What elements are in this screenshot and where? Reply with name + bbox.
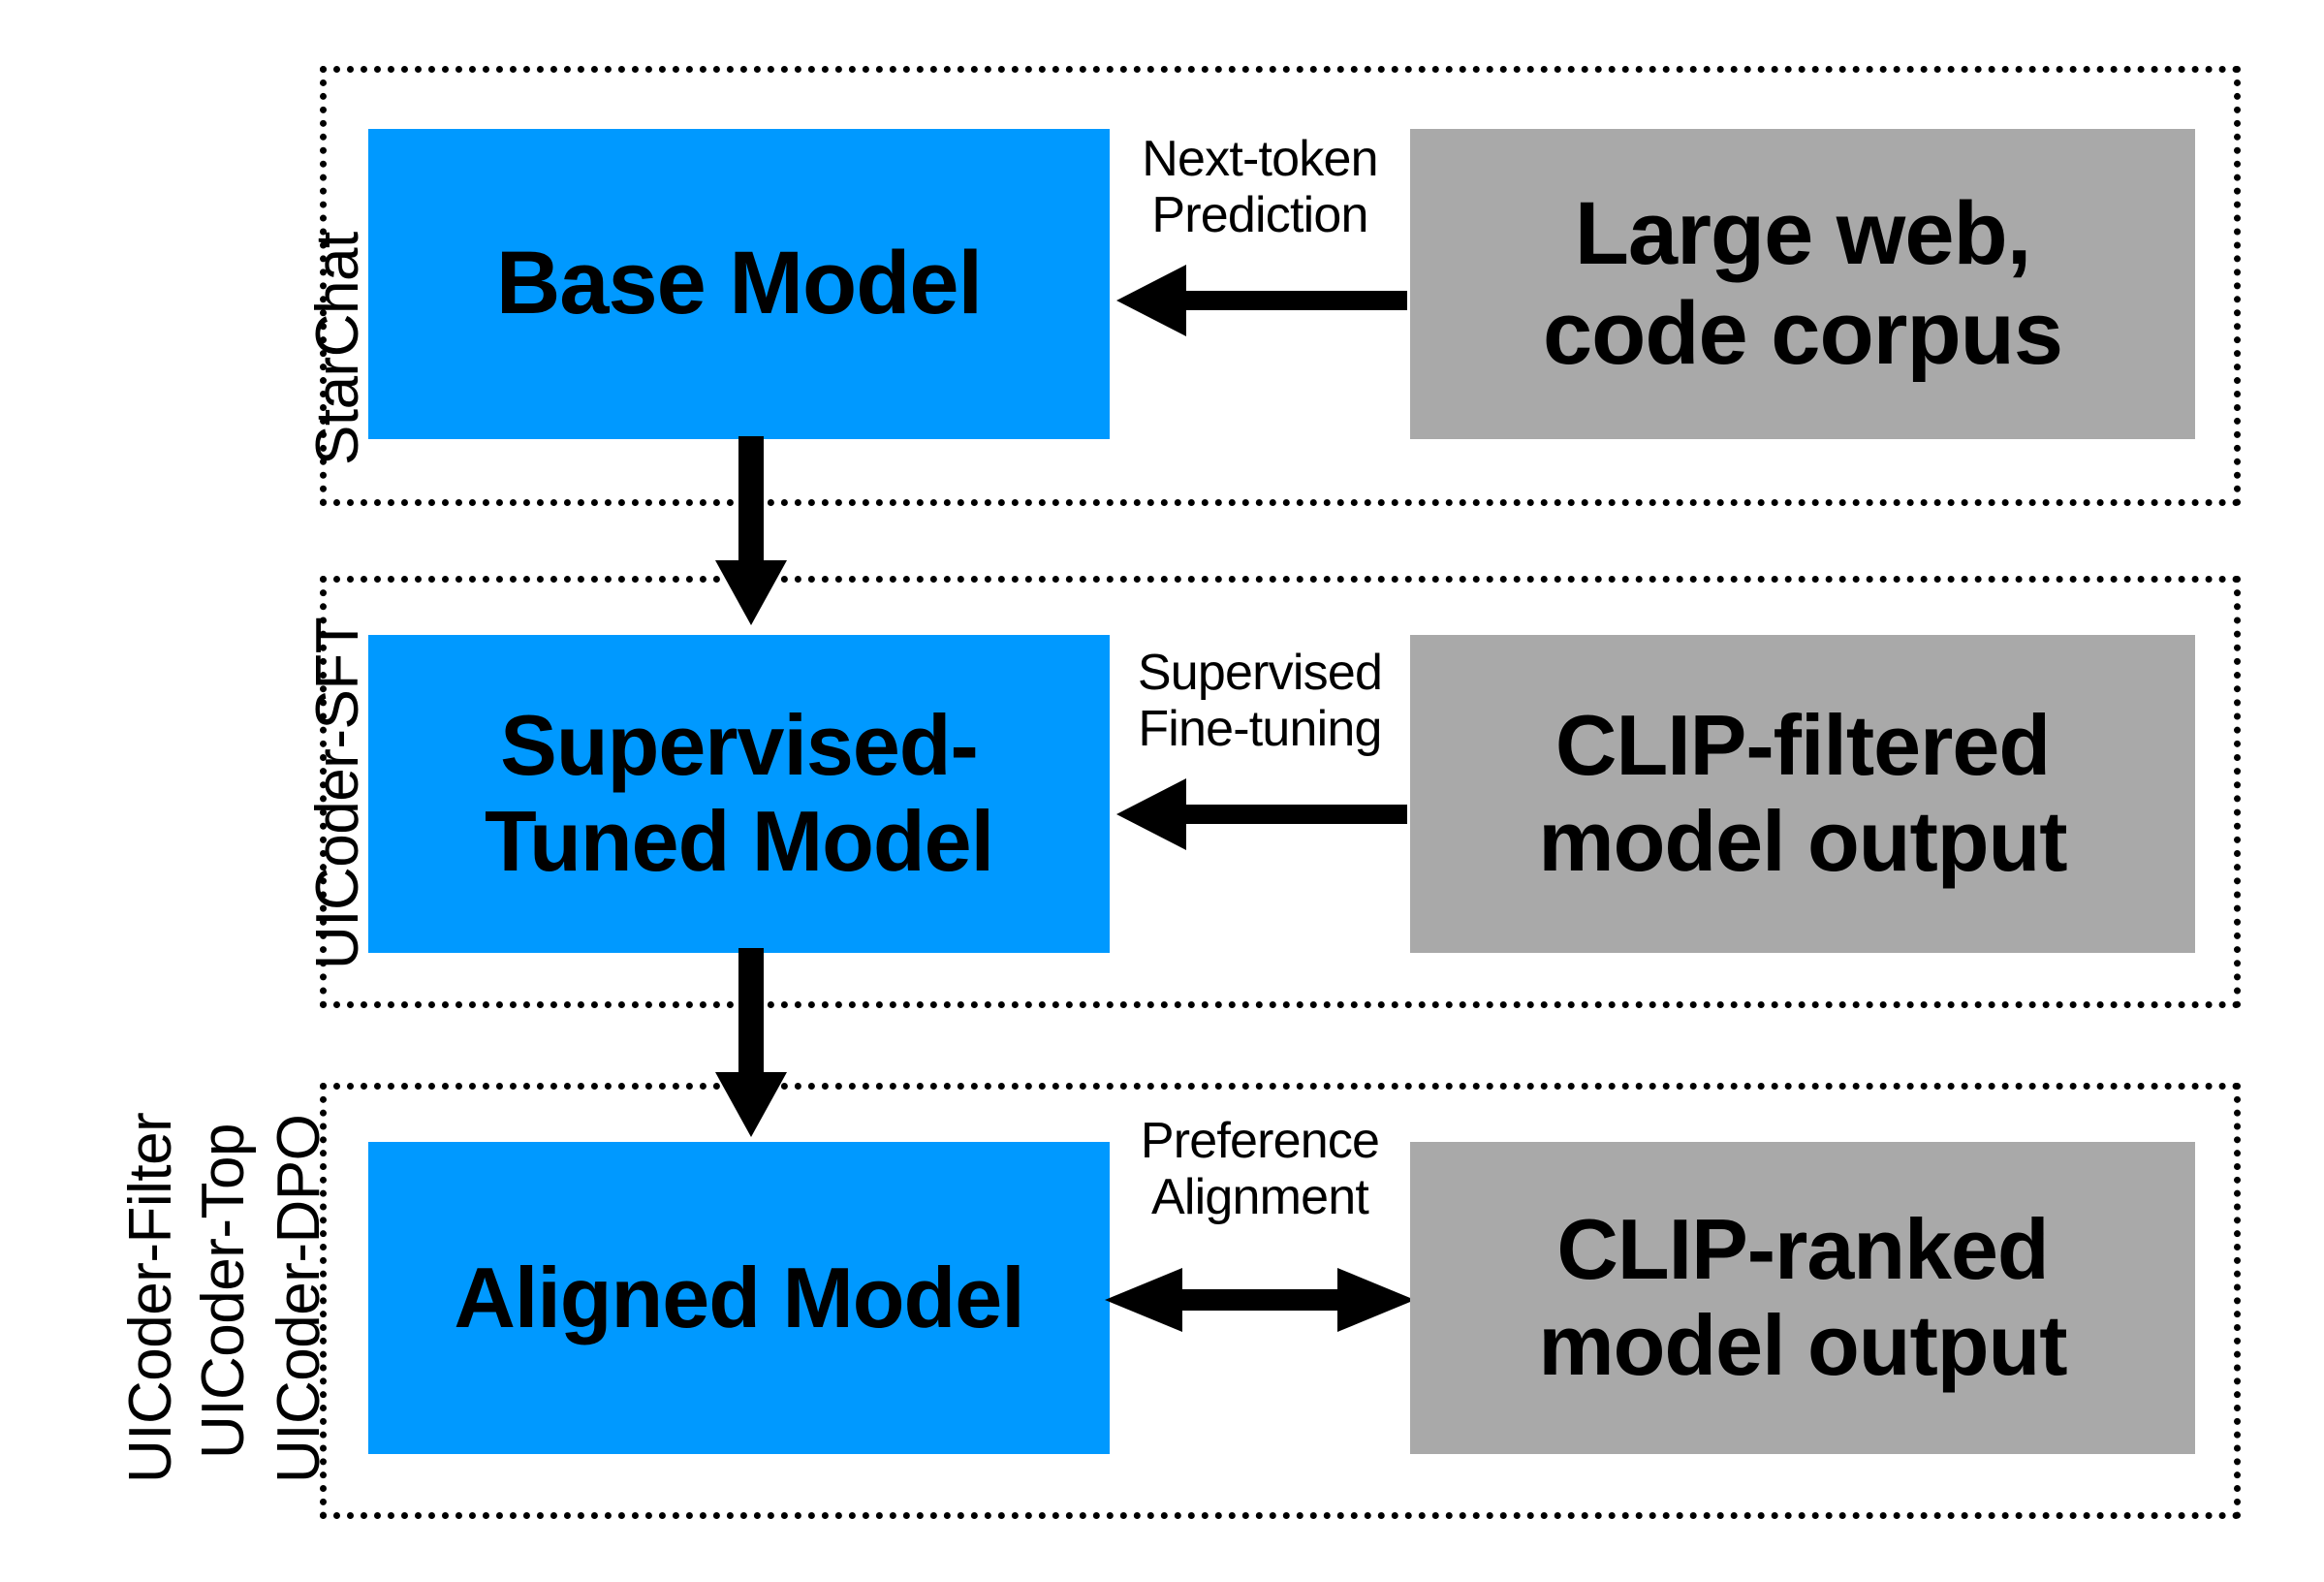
model-box-line-2: Tuned Model [484, 793, 994, 889]
arrow-caption-line-2: Fine-tuning [1138, 701, 1382, 758]
model-box-supervised-tuned-model: Supervised- Tuned Model [368, 635, 1110, 953]
arrow-caption-line-1: Preference [1140, 1113, 1380, 1169]
data-box-clip-ranked-model-output-label: CLIP-ranked model output [1410, 1202, 2195, 1393]
stage-label-uicoder-sft: UICoder-SFT [304, 617, 371, 969]
stage-label-uicoder-filter: UICoder-Filter [117, 1112, 184, 1483]
arrow-caption-line-2: Prediction [1151, 187, 1368, 244]
data-box-line-1: CLIP-ranked [1556, 1201, 2049, 1298]
data-box-large-web-code-corpus-label: Large web, code corpus [1410, 184, 2195, 384]
arrow-caption-line-1: Next-token [1142, 131, 1378, 187]
data-box-line-1: Large web, [1574, 183, 2032, 283]
data-box-clip-ranked-model-output: CLIP-ranked model output [1410, 1142, 2195, 1454]
data-box-line-2: code corpus [1542, 284, 2063, 383]
data-box-line-2: model output [1538, 1297, 2067, 1393]
arrow-caption-line-2: Alignment [1150, 1169, 1369, 1226]
arrow-caption-supervised-fine-tuning: Supervised Fine-tuning [1115, 645, 1405, 757]
arrow-left-icon-supervised-fine-tuning [1116, 778, 1407, 850]
stage-panel-starchat [320, 66, 2241, 506]
stage-panel-uicoder-alignment [320, 1083, 2241, 1519]
data-box-line-2: model output [1538, 793, 2067, 889]
arrow-left-right-icon-preference-alignment [1105, 1268, 1415, 1332]
arrow-caption-line-1: Supervised [1137, 645, 1383, 701]
model-box-base-model: Base Model [368, 129, 1110, 439]
arrow-caption-next-token-prediction: Next-token Prediction [1115, 131, 1405, 243]
model-box-line-1: Supervised- [500, 697, 979, 794]
data-box-large-web-code-corpus: Large web, code corpus [1410, 129, 2195, 439]
stage-label-uicoder-dpo: UICoder-DPO [266, 1114, 332, 1483]
arrow-caption-preference-alignment: Preference Alignment [1115, 1113, 1405, 1225]
model-box-aligned-model-label: Aligned Model [454, 1249, 1024, 1345]
arrow-left-icon-next-token [1116, 265, 1407, 336]
stage-label-starchat: StarChat [304, 232, 371, 465]
data-box-clip-filtered-model-output-label: CLIP-filtered model output [1410, 698, 2195, 889]
model-box-supervised-tuned-model-label: Supervised- Tuned Model [368, 698, 1110, 889]
data-box-clip-filtered-model-output: CLIP-filtered model output [1410, 635, 2195, 953]
stage-label-uicoder-top: UICoder-Top [190, 1123, 257, 1459]
stage-panel-uicoder-sft [320, 576, 2241, 1008]
data-box-line-1: CLIP-filtered [1555, 697, 2051, 794]
model-box-aligned-model: Aligned Model [368, 1142, 1110, 1454]
model-box-base-model-label: Base Model [495, 234, 983, 333]
